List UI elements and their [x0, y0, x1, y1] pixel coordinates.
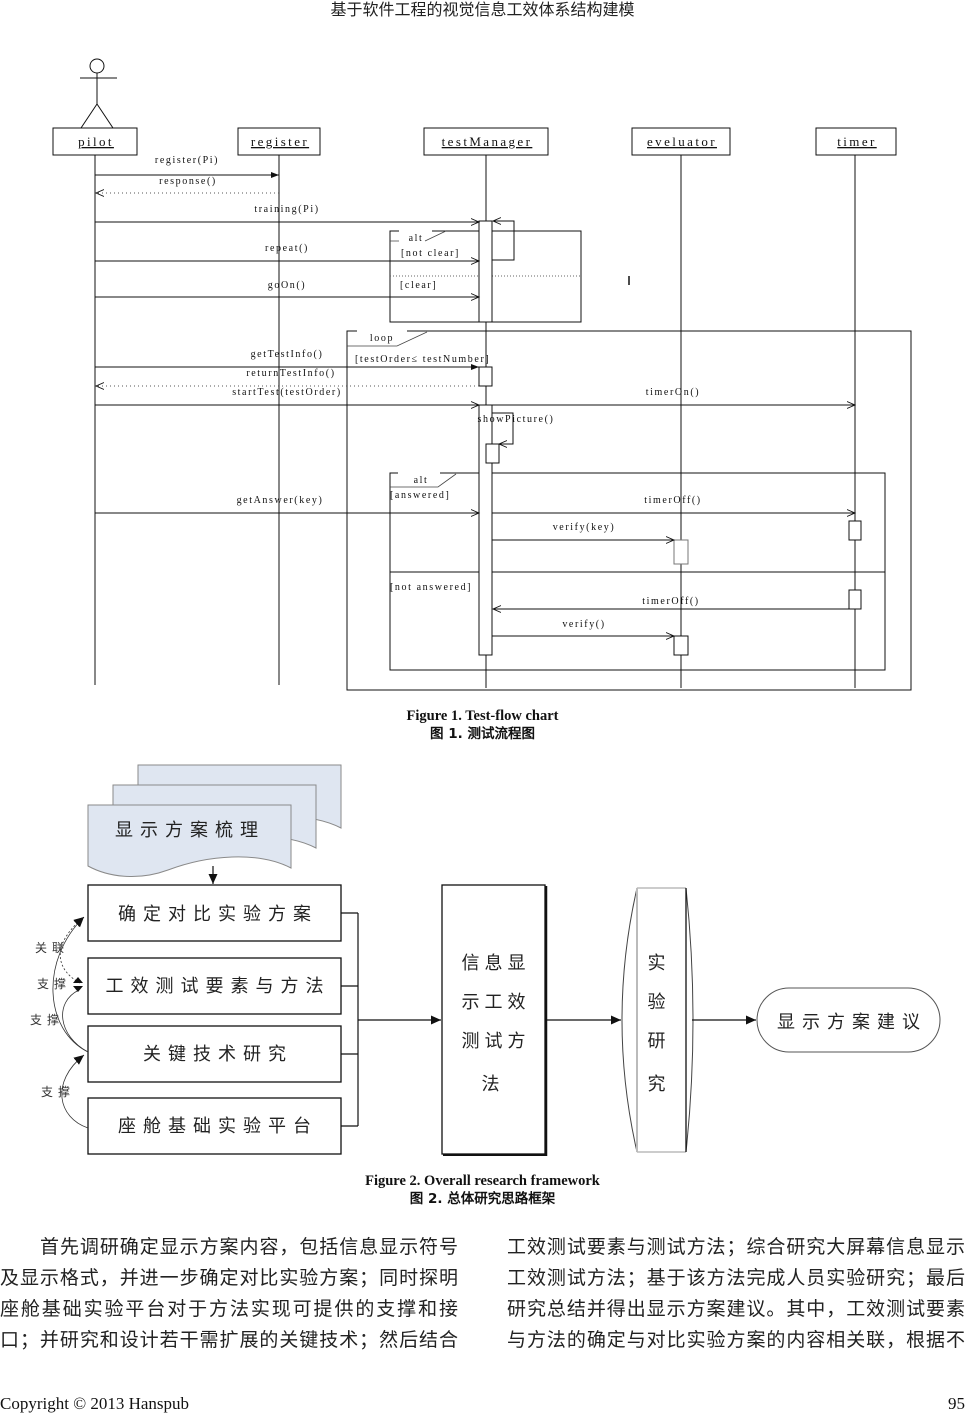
box-key-technology: [87, 1025, 342, 1083]
box-label: 关键技术研究: [143, 1044, 293, 1065]
activation-timer: [848, 520, 862, 541]
lifeline-name: timer: [837, 134, 876, 149]
self-message-arrow: [492, 221, 515, 261]
box-test-method: [441, 884, 548, 1156]
body-text-left-column: 首先调研确定显示方案内容，包括信息显示符号 及显示格式，并进一步确定对比实验方案…: [0, 1232, 458, 1356]
figure-1-sequence-diagram: pilot register testManager eveluator tim…: [52, 58, 912, 691]
caption-english: Figure 2. Overall research framework: [365, 1173, 600, 1189]
box-label: 确定对比实验方案: [118, 904, 318, 925]
message-label: verify(key): [553, 522, 616, 533]
text-line: 口；并研究和设计若干需扩展的关键技术；然后结合: [0, 1329, 458, 1351]
caption-chinese: 图 1. 测试流程图: [430, 726, 535, 742]
bracket-connector: [341, 912, 359, 1127]
caption-english: Figure 1. Test-flow chart: [406, 708, 559, 724]
message-label: startTest(testOrder): [232, 387, 342, 398]
box-cockpit-platform: [87, 1097, 342, 1155]
message-label: returnTestInfo(): [246, 368, 335, 379]
frame-operator: alt: [409, 233, 424, 244]
text-line: 研究总结并得出显示方案建议。其中，工效测试要素: [507, 1298, 965, 1320]
text-line: 与方法的确定与对比实验方案的内容相关联，根据不: [507, 1329, 965, 1351]
lifeline-header-testmanager: testManager: [423, 127, 549, 156]
figure-1-caption: Figure 1. Test-flow chart 图 1. 测试流程图: [0, 707, 965, 743]
message-label: getAnswer(key): [237, 495, 324, 506]
lifeline-name: pilot: [78, 134, 114, 149]
message-label: register(Pi): [155, 155, 219, 166]
relation-arc-support: [61, 1054, 89, 1129]
relation-label: 关联: [35, 941, 69, 955]
message-label: timerOff(): [644, 495, 701, 506]
message-label: timerOff(): [642, 596, 699, 607]
activation-eveluator: [673, 635, 689, 656]
lifeline-header-pilot: pilot: [52, 127, 138, 156]
message-label: timerOn(): [646, 387, 700, 398]
multi-document-shape: [87, 764, 342, 878]
box-label: 座舱基础实验平台: [118, 1116, 318, 1137]
frame-guard: [not clear]: [401, 248, 460, 259]
lifeline-name: testManager: [442, 134, 533, 149]
method-box-line: 法: [482, 1074, 505, 1095]
self-message-arrow: [492, 412, 514, 444]
text-line: 座舱基础实验平台对于方法实现可提供的支撑和接: [0, 1298, 458, 1320]
relation-label: 支撑: [41, 1084, 75, 1099]
relation-label: 支撑: [37, 976, 71, 991]
lifeline-header-timer: timer: [815, 127, 897, 156]
message-label: repeat(): [265, 243, 309, 254]
figure-2-caption: Figure 2. Overall research framework 图 2…: [0, 1172, 965, 1208]
page-number: 95: [948, 1394, 965, 1413]
activation-testmanager-nested: [485, 443, 500, 464]
lifeline-header-eveluator: eveluator: [631, 127, 731, 156]
alt-frame-answered: alt [answered] [not answered]: [389, 471, 886, 671]
text-line: 工效测试方法；基于该方法完成人员实验研究；最后: [507, 1267, 965, 1289]
message-label: getTestInfo(): [251, 349, 324, 360]
lifeline-name: eveluator: [647, 134, 717, 149]
loop-frame: loop [testOrder≤ testNumber]: [346, 329, 912, 691]
relation-label: 支撑: [30, 1012, 64, 1027]
double-arrow-icon: [73, 977, 83, 992]
experiment-study-shape: [621, 887, 694, 1153]
caption-chinese: 图 2. 总体研究思路框架: [409, 1191, 556, 1207]
text-line: 及显示格式，并进一步确定对比实验方案；同时探明: [0, 1267, 458, 1289]
message-label: response(): [159, 176, 217, 187]
box-label: 工效测试要素与方法: [106, 976, 331, 997]
message-label: verify(): [562, 619, 605, 630]
lifeline-header-register: register: [237, 127, 321, 156]
frame-guard: [testOrder≤ testNumber]: [355, 354, 490, 365]
activation-timer: [848, 589, 862, 610]
text-line: 首先调研确定显示方案内容，包括信息显示符号: [40, 1236, 458, 1258]
message-label: goOn(): [268, 280, 306, 291]
text-line: 工效测试要素与测试方法；综合研究大屏幕信息显示: [507, 1236, 965, 1258]
running-header: 基于软件工程的视觉信息工效体系结构建模: [330, 0, 635, 19]
activation-testmanager: [478, 404, 493, 656]
source-document-label: 显示方案梳理: [115, 820, 265, 841]
method-box-line: 测试方: [462, 1031, 531, 1052]
body-text-right-column: 工效测试要素与测试方法；综合研究大屏幕信息显示 工效测试方法；基于该方法完成人员…: [507, 1232, 965, 1356]
study-label-char: 验: [648, 992, 673, 1013]
message-label: training(Pi): [254, 204, 319, 215]
activation-testmanager: [478, 366, 493, 387]
copyright-notice: Copyright © 2013 Hanspub: [0, 1394, 190, 1413]
message-label: showPicture(): [478, 414, 555, 425]
activation-testmanager: [478, 220, 493, 323]
method-box-line: 信息显: [462, 953, 531, 974]
study-label-char: 究: [648, 1074, 673, 1095]
frame-guard: [clear]: [400, 280, 437, 291]
study-label-char: 研: [648, 1031, 673, 1052]
activation-eveluator: [673, 539, 689, 565]
frame-guard: [answered]: [390, 490, 450, 501]
actor-stick-figure-icon: [80, 58, 117, 129]
result-terminal: [756, 987, 941, 1053]
study-label-char: 实: [648, 953, 673, 974]
result-label: 显示方案建议: [777, 1012, 927, 1033]
method-box-line: 示工效: [462, 992, 531, 1013]
frame-operator: alt: [414, 475, 429, 486]
box-test-elements-methods: [87, 957, 342, 1015]
frame-operator: loop: [370, 333, 394, 344]
relation-arc-support: [62, 989, 89, 1053]
box-comparison-plan: [87, 884, 342, 942]
figure-2-framework-diagram: 显示方案梳理 确定对比实验方案 工效测试要素与方法 关键技术研究 座舱基础实验平…: [30, 764, 941, 1156]
frame-guard: [not answered]: [390, 582, 472, 593]
lifeline-name: register: [251, 134, 309, 149]
